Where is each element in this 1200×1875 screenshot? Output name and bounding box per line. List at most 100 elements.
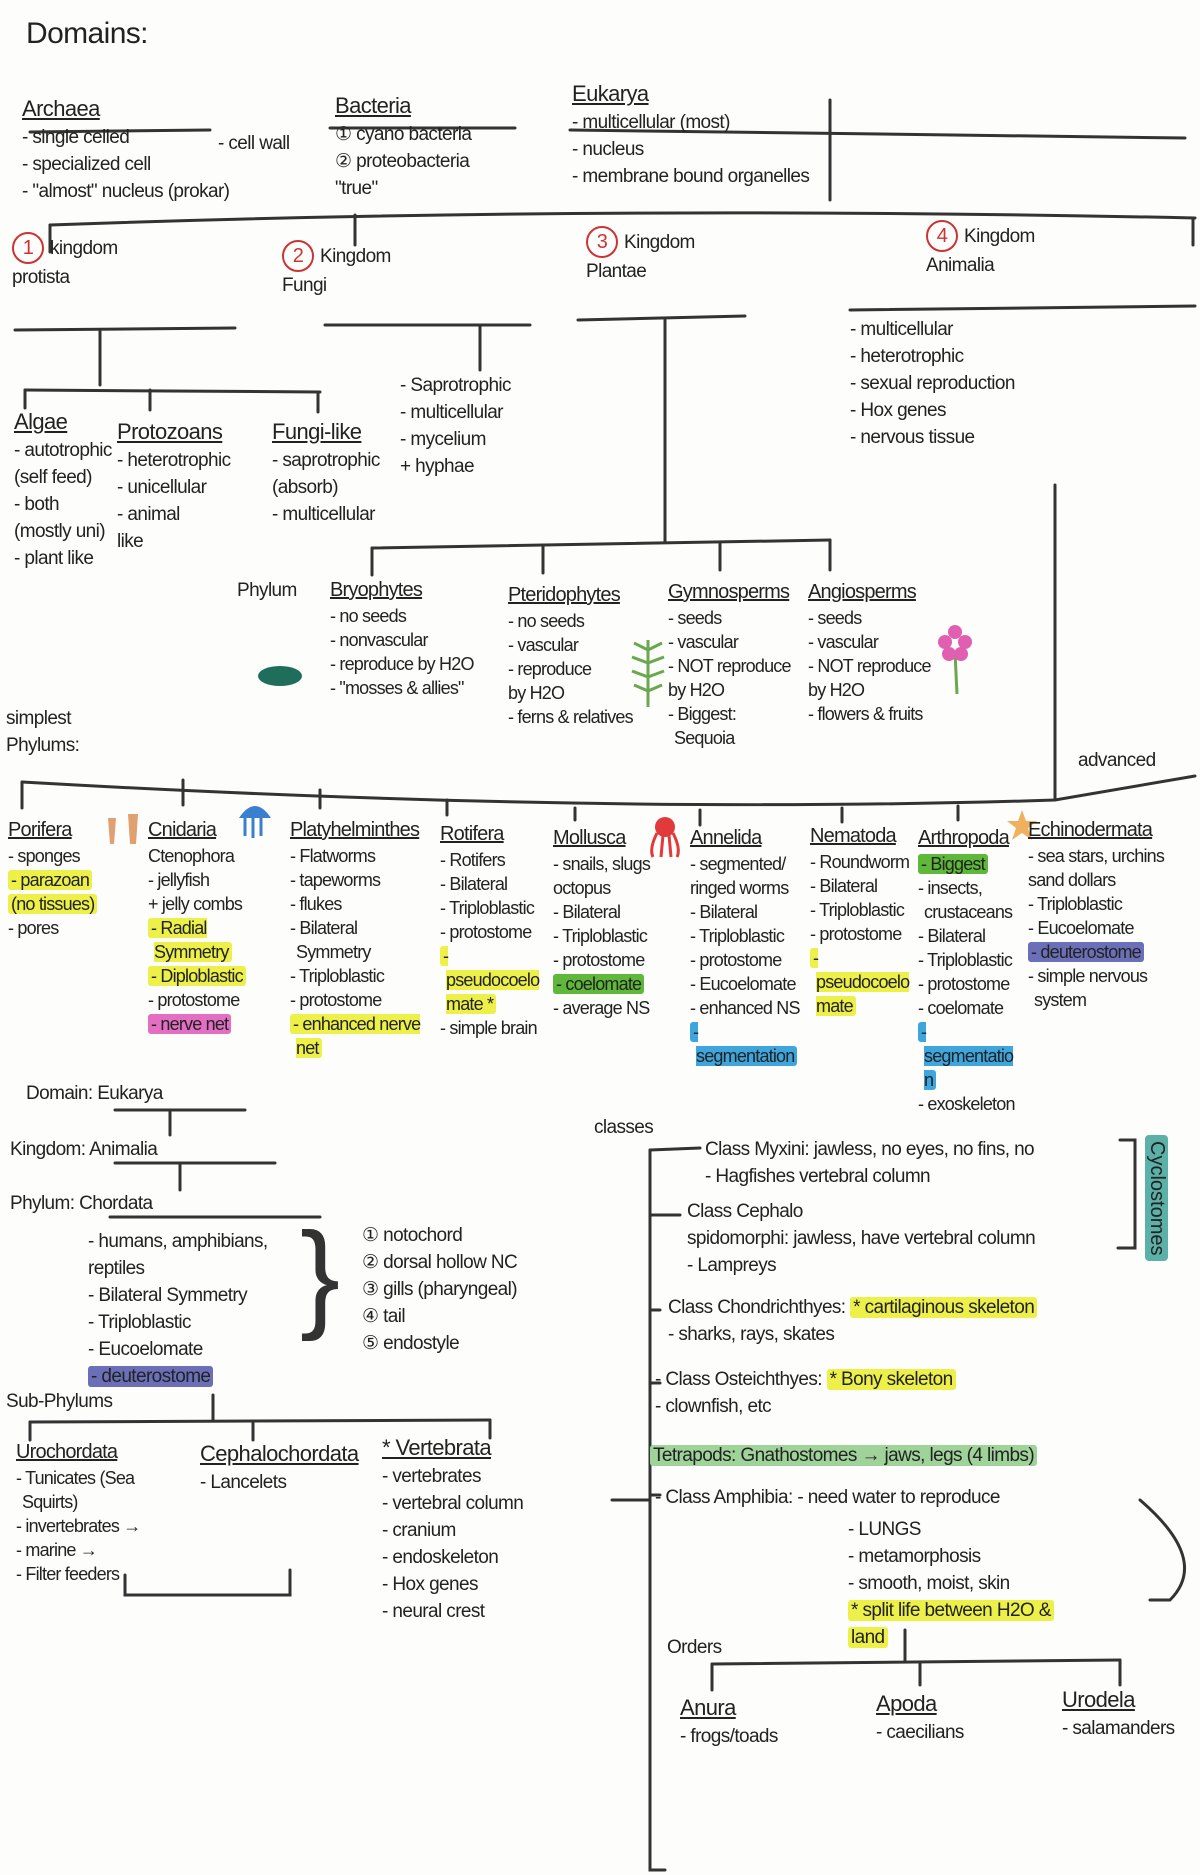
note-text: - nervous tissue <box>850 427 975 448</box>
note-text: - Diploblastic <box>148 966 246 986</box>
note-line: Class Myxini: jawless, no eyes, no fins,… <box>705 1136 1035 1163</box>
note-text: - multicellular <box>850 319 954 340</box>
note-text: - vascular <box>808 632 879 652</box>
note-text: - endoskeleton <box>382 1547 499 1568</box>
note-text: - multicellular <box>272 504 376 525</box>
note-text: Domains: <box>26 17 149 50</box>
note-line: - caecilians <box>876 1719 964 1746</box>
note-line: "true" <box>335 175 471 202</box>
class-chondrichthyes: Class Chondrichthyes: * cartilaginous sk… <box>668 1294 1038 1348</box>
note-line: - Triploblastic <box>918 948 1022 972</box>
note-text: - specialized cell <box>22 154 151 175</box>
note-line: - deuterostome <box>1028 940 1194 964</box>
heading: Cnidaria <box>148 819 217 841</box>
heading: Bryophytes <box>330 579 423 601</box>
note-text: - protostome <box>440 922 532 942</box>
domain-eukarya: Eukarya- multicellular (most)- nucleus- … <box>572 80 810 190</box>
note-line: - Biggest: Sequoia <box>668 702 800 750</box>
note-line: ② dorsal hollow NC <box>362 1249 518 1276</box>
note-line: octopus <box>553 876 683 900</box>
note-line: - Biggest <box>918 852 1022 876</box>
heading: Pteridophytes <box>508 584 621 606</box>
label: Kingdom <box>964 226 1035 247</box>
brace: } <box>300 1208 341 1342</box>
note-text: - Hox genes <box>850 400 946 421</box>
note-text: - Saprotrophic <box>400 375 512 396</box>
note-line: - Bilateral <box>810 874 912 898</box>
note-line: ④ tail <box>362 1303 517 1330</box>
note-line: by H2O <box>808 678 948 702</box>
note-text: "true" <box>335 178 378 199</box>
note-line: - multicellular (most) <box>572 109 809 136</box>
heading: Nematoda <box>810 825 897 847</box>
note-line: - Hagfishes vertebral column <box>705 1163 1034 1190</box>
classes-label: classes <box>594 1114 654 1141</box>
heading: Fungi-like <box>272 419 362 444</box>
advanced-label: advanced <box>1078 747 1156 774</box>
note-text: (absorb) <box>272 477 339 498</box>
note-line: - animal <box>117 501 231 528</box>
sponge-icon <box>108 814 138 844</box>
note-text: - Roundworm <box>810 852 910 872</box>
note-text: simplest <box>6 708 71 729</box>
note-text: - heterotrophic <box>850 346 964 367</box>
note-line: - Saprotrophic <box>400 372 512 399</box>
note-line: Class Cephalo <box>687 1198 1035 1225</box>
note-line: - insects, crustaceans <box>918 876 1022 924</box>
phylum-platyhelminthes: Platyhelminthes- Flatworms- tapeworms- f… <box>290 818 434 1060</box>
note-line: - Triploblastic <box>1028 892 1194 916</box>
note-line: - clownfish, etc <box>655 1393 956 1420</box>
note-line: - protostome <box>690 948 803 972</box>
note-text: - deuterostome <box>88 1366 214 1387</box>
note-line: - multicellular <box>272 501 380 528</box>
note-line: Cyclostomes <box>1146 1141 1168 1255</box>
note-text: - flowers & fruits <box>808 704 923 724</box>
note-line: - jellyfish <box>148 868 282 892</box>
note-text: - Biggest <box>918 854 988 874</box>
phylum-arthropoda: Arthropoda- Biggest- insects, crustacean… <box>918 826 1022 1116</box>
note-line: - Class Amphibia: - need water to reprod… <box>655 1484 1000 1511</box>
note-line: - Rotifers <box>440 848 546 872</box>
note-line: Domains: <box>26 17 149 50</box>
note-text: - nucleus <box>572 139 644 160</box>
number-badge: 1 <box>12 232 44 264</box>
protista-fungi-like: Fungi-like- saprotrophic(absorb)- multic… <box>272 418 380 528</box>
note-line: - Triploblastic <box>88 1309 268 1336</box>
note-text: - Triploblastic <box>810 900 905 920</box>
note-text: Phylums: <box>6 735 80 756</box>
note-text: Orders <box>667 1637 722 1658</box>
note-line: - seeds <box>808 606 948 630</box>
note-line: - Hox genes <box>382 1571 523 1598</box>
note-text: Domain: Eukarya <box>26 1083 163 1104</box>
heading: Porifera <box>8 819 72 841</box>
note-line: - mycelium <box>400 426 511 453</box>
note-text: reptiles <box>88 1258 145 1279</box>
subphylum-vertebrata: * Vertebrata- vertebrates - vertebral co… <box>382 1434 524 1625</box>
note-line: - snails, slugs <box>553 852 683 876</box>
phylum-chordata-label: Phylum: Chordata <box>10 1190 153 1217</box>
note-text: - both <box>14 494 60 515</box>
note-text: - average NS <box>553 998 650 1018</box>
note-line: - both <box>14 491 112 518</box>
note-line: - nonvascular <box>330 628 500 652</box>
note-line: - protostome <box>148 988 282 1012</box>
note-text: - Bilateral <box>440 874 508 894</box>
note-text: - coelomate <box>918 998 1004 1018</box>
note-line: - endoskeleton <box>382 1544 523 1571</box>
note-line: ① cyano bacteria <box>335 121 472 148</box>
heading: Archaea <box>22 96 100 121</box>
note-text: - Lancelets <box>200 1472 287 1493</box>
note-text: - nerve net <box>148 1014 232 1034</box>
note-text: Tetrapods: Gnathostomes → jaws, legs (4 … <box>650 1445 1038 1466</box>
note-text: - Bilateral <box>553 902 621 922</box>
note-line: * split life between H2O & <box>848 1597 1054 1624</box>
note-line: - Roundworm <box>810 850 912 874</box>
note-text: - vascular <box>508 635 579 655</box>
note-line: - humans, amphibians, <box>88 1228 268 1255</box>
class-cephalaspidomorphi: Class Cephalo spidomorphi: jawless, have… <box>687 1198 1036 1279</box>
note-text: - sharks, rays, skates <box>668 1324 835 1345</box>
note-line: Phylum: Chordata <box>10 1190 153 1217</box>
